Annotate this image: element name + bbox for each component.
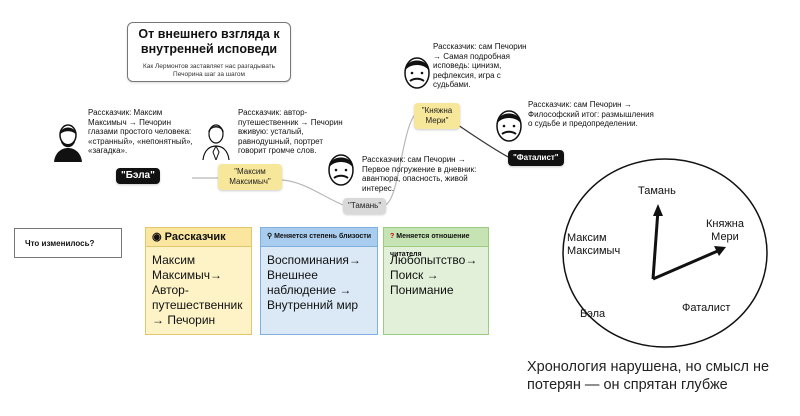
clock-face bbox=[562, 158, 768, 348]
card-narrator-body: Максим Максимыч→ Автор-путешественник → … bbox=[152, 253, 243, 327]
narrator-pechorin-icon-fatalist bbox=[496, 110, 522, 142]
node-maksim[interactable]: "Максим Максимыч" bbox=[218, 164, 282, 190]
card-closeness-head: ⚲ Меняется степень близости bbox=[261, 228, 377, 247]
narrator-author-icon bbox=[202, 124, 230, 160]
clock-hand-long-arrow bbox=[714, 246, 726, 256]
caption: Хронология нарушена, но смысл не потерян… bbox=[527, 359, 770, 393]
question-icon: ? bbox=[390, 233, 395, 240]
card-reader-body: Любопытство→ Поиск → Понимание bbox=[390, 253, 478, 297]
card-narrator-head: ◉ Рассказчик bbox=[146, 228, 251, 247]
card-reader: ? Меняется отношение читателя Любопытств… bbox=[383, 227, 489, 335]
card-narrator-title: Рассказчик bbox=[164, 231, 226, 243]
narrator-maksim-icon bbox=[54, 124, 82, 162]
node-bela[interactable]: "Бэла" bbox=[116, 168, 160, 184]
title-card: От внешнего взгляда к внутренней исповед… bbox=[127, 22, 291, 82]
note-fatalist: Рассказчик: сам Печорин → Философский ит… bbox=[528, 100, 654, 128]
note-taman: Рассказчик: сам Печорин → Первое погруже… bbox=[362, 155, 477, 193]
page-title: От внешнего взгляда к внутренней исповед… bbox=[138, 27, 280, 56]
clock-hand-short-arrow bbox=[653, 204, 663, 216]
question-box: Что изменилось? bbox=[14, 228, 122, 258]
card-closeness-body: Воспоминания→ Внешнее наблюдение → Внутр… bbox=[267, 253, 361, 312]
node-mary[interactable]: "Княжна Мери" bbox=[414, 103, 460, 129]
note-maksim: Рассказчик: автор-путешественник → Печор… bbox=[238, 108, 343, 155]
card-closeness-title: Меняется степень близости bbox=[274, 233, 372, 240]
note-bela: Рассказчик: Максим Максимыч → Печорин гл… bbox=[88, 108, 193, 155]
card-reader-head: ? Меняется отношение читателя bbox=[384, 228, 488, 258]
note-mary: Рассказчик: сам Печорин → Самая подробна… bbox=[433, 42, 527, 89]
clock-label-fatalist: Фаталист bbox=[682, 302, 731, 314]
card-reader-title: Меняется отношение читателя bbox=[390, 233, 470, 258]
eye-icon: ◉ bbox=[152, 231, 162, 243]
node-taman[interactable]: "Тамань" bbox=[343, 198, 387, 214]
clock-label-taman: Тамань bbox=[638, 185, 676, 197]
node-fatalist[interactable]: "Фаталист" bbox=[508, 150, 564, 166]
connector-mary-fatalist bbox=[457, 124, 511, 159]
clock-label-mary: Княжна Мери bbox=[706, 218, 744, 243]
connector-taman-mary bbox=[384, 111, 419, 206]
clock-label-maksim: Максим Максимыч bbox=[567, 232, 621, 257]
card-narrator: ◉ Рассказчик Максим Максимыч→ Автор-путе… bbox=[145, 227, 252, 335]
clock-hand-long bbox=[652, 248, 721, 281]
connector-maksim-taman bbox=[281, 179, 344, 206]
page-subtitle: Как Лермонтов заставляет нас разгадывать… bbox=[142, 63, 276, 78]
clock-label-bela: Бэла bbox=[580, 308, 606, 320]
narrator-pechorin-icon-taman bbox=[328, 154, 354, 186]
card-closeness: ⚲ Меняется степень близости Воспоминания… bbox=[260, 227, 378, 335]
narrator-pechorin-icon-mary bbox=[404, 57, 430, 89]
magnifier-icon: ⚲ bbox=[267, 233, 273, 240]
clock-hand-short bbox=[651, 209, 660, 280]
clock-diagram bbox=[562, 158, 768, 348]
